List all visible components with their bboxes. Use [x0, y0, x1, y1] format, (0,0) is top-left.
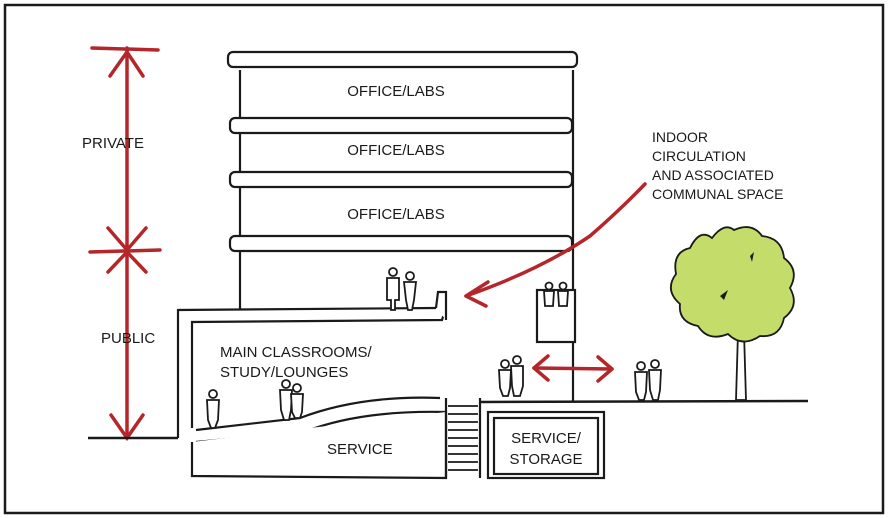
indoor-circulation-label: INDOOR: [652, 129, 708, 145]
service-storage-label: SERVICE/: [511, 430, 582, 447]
office-tower: [226, 50, 579, 310]
private-public-dimension: [88, 46, 162, 442]
ground-movement-arrow: [532, 354, 614, 383]
person-figure: [279, 379, 293, 421]
indoor-circulation-label: CIRCULATION: [652, 148, 746, 164]
person-figure: [206, 389, 220, 429]
person-figure: [510, 355, 524, 397]
private-label: PRIVATE: [82, 135, 144, 152]
public-label: PUBLIC: [101, 330, 155, 347]
circulation-arrow: [464, 182, 647, 308]
person-figure: [543, 281, 555, 307]
service-label: SERVICE: [327, 441, 393, 458]
person-figure: [634, 361, 648, 401]
person-figure: [290, 383, 304, 419]
office-labs-label: OFFICE/LABS: [347, 142, 445, 159]
podium: [176, 288, 606, 480]
person-figure: [402, 271, 418, 311]
person-figure: [648, 359, 662, 401]
main-classrooms-label: MAIN CLASSROOMS/: [220, 344, 373, 361]
stair: [448, 405, 478, 471]
person-figure: [498, 359, 512, 397]
indoor-circulation-label: COMMUNAL SPACE: [652, 186, 783, 202]
person-figure: [557, 281, 569, 307]
ground-line: [88, 399, 809, 440]
study-lounges-label: STUDY/LOUNGES: [220, 364, 348, 381]
person-figure: [386, 267, 400, 311]
office-labs-label: OFFICE/LABS: [347, 206, 445, 223]
office-labs-label: OFFICE/LABS: [347, 83, 445, 100]
tree: [670, 226, 795, 401]
service-storage-label: STORAGE: [509, 451, 582, 468]
indoor-circulation-label: AND ASSOCIATED: [652, 167, 774, 183]
